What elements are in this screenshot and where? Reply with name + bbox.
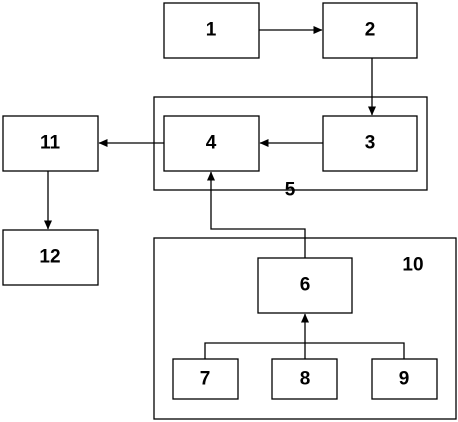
- block-2: [322, 2, 418, 59]
- block-9-label: 9: [399, 369, 410, 390]
- block-12: [2, 229, 99, 286]
- group-5-label: 5: [285, 180, 296, 201]
- block-1: [163, 2, 260, 59]
- block-1-label: 1: [206, 20, 217, 41]
- block-4-label: 4: [206, 133, 217, 154]
- block-6: [257, 257, 353, 314]
- block-7: [172, 358, 239, 400]
- block-3: [322, 115, 418, 172]
- connector-9-to-bus: [305, 342, 405, 359]
- block-7-label: 7: [200, 369, 211, 390]
- block-4: [163, 115, 260, 172]
- block-8-label: 8: [300, 369, 311, 390]
- block-6-label: 6: [300, 275, 311, 296]
- connector-7-to-bus: [204, 342, 305, 359]
- block-9: [371, 358, 438, 400]
- block-3-label: 3: [365, 133, 376, 154]
- block-2-label: 2: [365, 20, 376, 41]
- block-11-label: 11: [40, 133, 61, 154]
- group-10-label: 10: [402, 255, 423, 276]
- block-11: [2, 115, 99, 172]
- arrow-6-to-4: [207, 171, 306, 258]
- block-8: [271, 358, 338, 400]
- block-12-label: 12: [39, 247, 60, 268]
